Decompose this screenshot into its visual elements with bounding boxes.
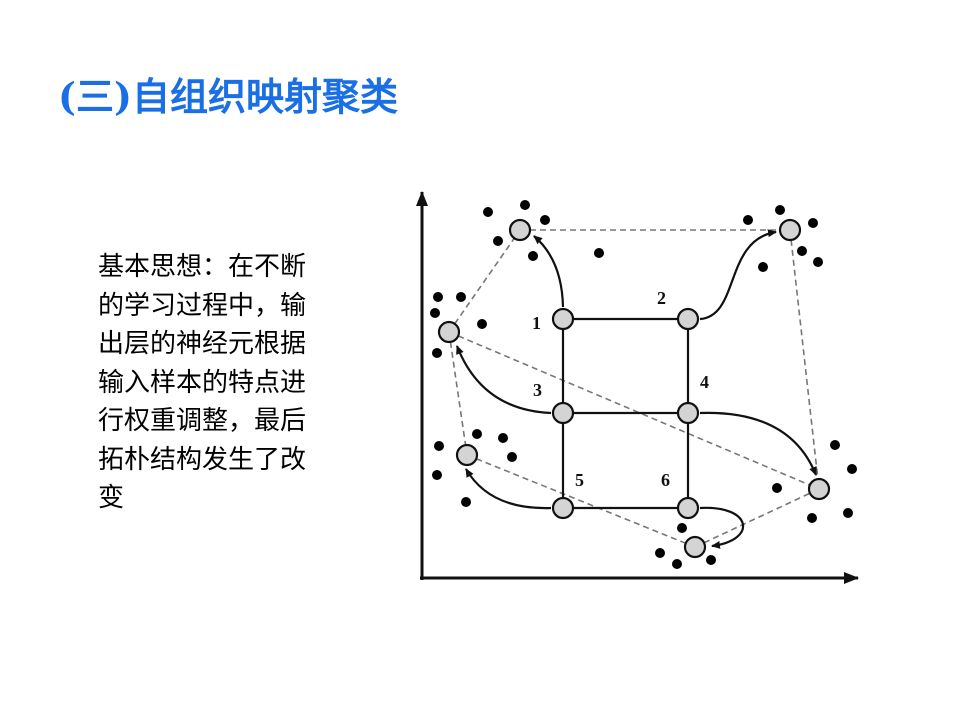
description-line: 行权重调整，最后: [98, 406, 307, 436]
data-point: [830, 440, 840, 450]
data-point: [432, 348, 442, 358]
neuron-node: [437, 320, 461, 344]
dashed-links: [448, 229, 820, 548]
neuron-node: [676, 307, 700, 331]
description-line: 变: [98, 483, 125, 513]
data-point: [594, 248, 604, 258]
data-point: [655, 548, 665, 558]
data-point: [432, 470, 442, 480]
neuron-node: [807, 477, 831, 501]
data-point: [847, 464, 857, 474]
neuron-node: [455, 443, 479, 467]
data-point: [430, 308, 440, 318]
data-point: [483, 207, 493, 217]
data-point: [456, 292, 466, 302]
slide-title: (三)自组织映射聚类: [58, 74, 398, 119]
neuron-nodes: [437, 218, 831, 559]
data-point: [797, 246, 807, 256]
neuron-node: [551, 401, 575, 425]
data-point: [743, 215, 753, 225]
node-label-4: 4: [700, 372, 709, 392]
data-point: [843, 508, 853, 518]
node-label-1: 1: [532, 313, 541, 333]
description-line: 的学习过程中，输: [98, 290, 307, 321]
data-point: [461, 497, 471, 507]
data-point: [528, 251, 538, 261]
description-line: 基本思想：在不断: [98, 252, 307, 282]
data-point: [706, 555, 716, 565]
data-point: [434, 441, 444, 451]
neuron-node: [676, 496, 700, 520]
data-point: [813, 257, 823, 267]
neuron-node: [551, 307, 575, 331]
movement-arrows: [455, 229, 818, 549]
neuron-node: [676, 401, 700, 425]
neuron-node: [508, 218, 532, 242]
data-point: [775, 205, 785, 215]
data-point: [520, 200, 530, 210]
node-label-5: 5: [575, 470, 584, 490]
node-label-2: 2: [657, 288, 666, 308]
data-point: [498, 433, 508, 443]
data-point: [677, 523, 687, 533]
data-point: [507, 452, 517, 462]
node-label-6: 6: [661, 470, 670, 490]
data-point: [493, 236, 503, 246]
description-line: 出层的神经元根据: [98, 329, 307, 359]
data-point: [472, 429, 482, 439]
description-line: 输入样本的特点进: [98, 367, 307, 398]
data-point: [477, 319, 487, 329]
data-point: [807, 513, 817, 523]
data-point: [540, 215, 550, 225]
description-line: 拓朴结构发生了改: [98, 444, 307, 475]
data-point: [433, 292, 443, 302]
neuron-node: [551, 496, 575, 520]
data-point: [758, 262, 768, 272]
node-label-3: 3: [533, 380, 542, 400]
data-point: [772, 483, 782, 493]
data-points: [430, 200, 857, 569]
data-point: [808, 218, 818, 228]
description-text: 基本思想：在不断 的学习过程中，输 出层的神经元根据 输入样本的特点进 行权重调…: [98, 248, 306, 518]
neuron-node: [683, 535, 707, 559]
data-point: [672, 559, 682, 569]
neuron-node: [778, 218, 802, 242]
